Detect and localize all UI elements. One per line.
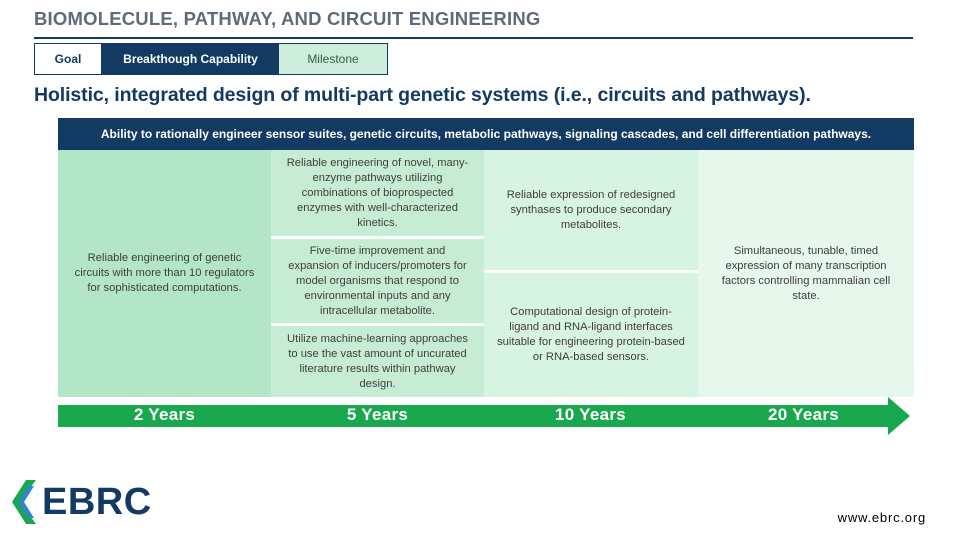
timeline-label-10-years: 10 Years [554,405,627,424]
legend: Goal Breakthough Capability Milestone [34,43,388,75]
milestone-cell: Utilize machine-learning approaches to u… [287,332,468,390]
section-title: BIOMOLECULE, PATHWAY, AND CIRCUIT ENGINE… [34,8,541,29]
milestone-grid: Reliable engineering of genetic circuits… [58,150,914,397]
column-10-years: Reliable expression of redesigned syntha… [484,150,698,397]
title-divider [34,37,913,39]
breakthrough-capability-banner: Ability to rationally engineer sensor su… [58,118,914,150]
milestone-cell: Computational design of protein-ligand a… [497,306,685,363]
legend-goal: Goal [35,44,102,74]
milestone-cell: Reliable expression of redesigned syntha… [506,188,676,231]
ebrc-logo-text: EBRC [42,480,152,523]
timeline-arrow [58,397,910,435]
ebrc-logo-icon [12,480,36,524]
milestone-cell: Reliable engineering of novel, many-enzy… [286,156,469,229]
column-5-years: Reliable engineering of novel, many-enzy… [271,150,484,397]
cell-divider [271,236,484,239]
column-2-years: Reliable engineering of genetic circuits… [58,150,271,397]
timeline-label-20-years: 20 Years [767,405,840,424]
legend-milestone: Milestone [279,44,387,74]
goal-headline: Holistic, integrated design of multi-par… [34,84,811,106]
timeline-label-5-years: 5 Years [346,405,409,424]
cell-divider [484,270,698,273]
website-url: www.ebrc.org [837,510,926,525]
cell-divider [271,323,484,326]
column-20-years: Simultaneous, tunable, timed expression … [698,150,914,397]
milestone-cell: Reliable engineering of genetic circuits… [74,252,255,294]
milestone-cell: Five-time improvement and expansion of i… [288,244,467,317]
milestone-cell: Simultaneous, tunable, timed expression … [721,244,891,302]
legend-breakthrough-capability: Breakthough Capability [102,44,279,74]
timeline-label-2-years: 2 Years [133,405,196,424]
ebrc-logo: EBRC [12,480,152,524]
timeline-arrow-shape [58,397,910,435]
